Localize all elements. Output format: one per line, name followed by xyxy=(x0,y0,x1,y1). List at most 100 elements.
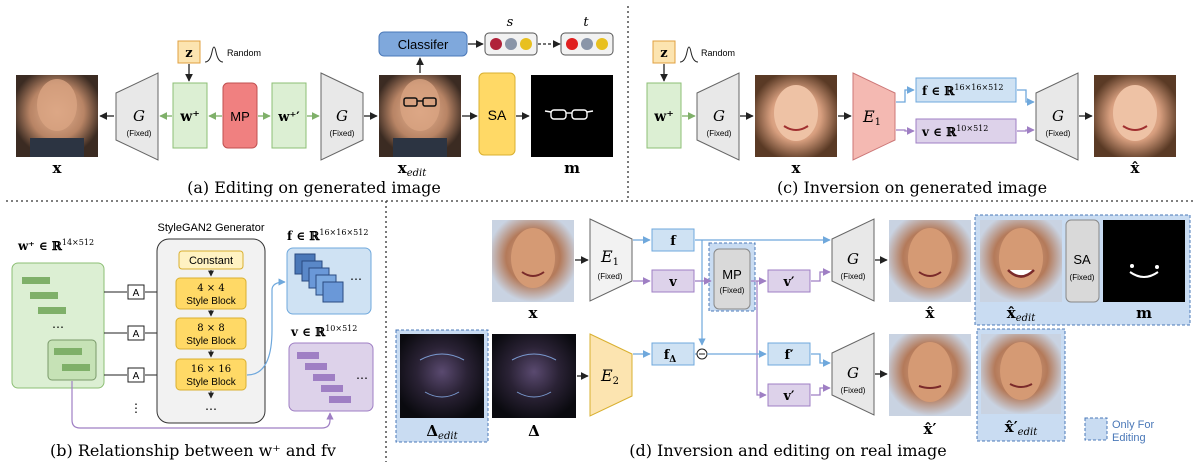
fdelta-box xyxy=(651,342,695,366)
legend-swatch xyxy=(1084,417,1108,441)
arrow-v-to-g-c xyxy=(1017,126,1035,134)
legend-text-2: Editing xyxy=(1112,432,1146,444)
sa-fixed-d: (Fixed) xyxy=(1070,273,1095,282)
z-label-c: z xyxy=(660,46,667,61)
w-plus-prime-box xyxy=(271,82,307,149)
fprime-box xyxy=(767,342,811,366)
label-x-hat-c: x̂ xyxy=(1131,159,1141,177)
arrow-vprime-to-g-bottom xyxy=(811,384,831,396)
f-space-label-c: f ∈ ℝ16×16×512 xyxy=(922,83,1003,98)
w-plus-label: w⁺ xyxy=(179,109,199,125)
block2-label: Style Block xyxy=(186,336,236,347)
noise-lines-1 xyxy=(419,353,465,398)
label-x-hat-d: x̂ xyxy=(926,304,936,322)
panel-a: x G (Fixed) w⁺ z Random MP w⁺′ G (Fixed) xyxy=(16,15,614,197)
z-box xyxy=(177,40,201,64)
caption-d: (d) Inversion and editing on real image xyxy=(629,441,947,460)
mp-label-d: MP xyxy=(722,267,742,282)
v-bar-5 xyxy=(329,396,351,403)
g-label-d2: G xyxy=(847,364,859,382)
f-ellipsis-b: ⋯ xyxy=(350,272,362,286)
wplus-bar-3 xyxy=(38,307,66,314)
mask-glasses-icon xyxy=(544,109,594,120)
g-fixed-1: (Fixed) xyxy=(127,129,152,138)
arrow-block3-to-f xyxy=(246,278,286,376)
legend-text-1: Only For xyxy=(1112,419,1155,431)
wplus-bar-2 xyxy=(30,292,58,299)
constant-label: Constant xyxy=(189,255,233,267)
face-shape-real xyxy=(511,228,555,288)
w-plus-box-c xyxy=(646,82,682,149)
arrow-f-to-g-c xyxy=(1017,89,1035,106)
v-bar-3 xyxy=(313,374,335,381)
w-plus-label-c: w⁺ xyxy=(653,109,673,125)
stylegan-title: StyleGAN2 Generator xyxy=(158,222,265,234)
v-space-box-c xyxy=(915,118,1017,144)
encoder-e1-d xyxy=(589,218,633,302)
caption-a: (a) Editing on generated image xyxy=(187,178,441,197)
wplus-space-label-b: w⁺ ∈ ℝ14×512 xyxy=(17,238,94,253)
g-fixed-2: (Fixed) xyxy=(330,129,355,138)
g-label-d1: G xyxy=(847,250,859,268)
classifier-box xyxy=(378,31,468,57)
label-x-hat-prime: x̂′ xyxy=(924,420,937,438)
f-space-label-b: f ∈ ℝ16×16×512 xyxy=(287,228,368,243)
sa-box-d xyxy=(1065,219,1100,303)
t-label: t xyxy=(583,15,589,30)
sa-label-a: SA xyxy=(488,107,507,123)
a-box-3 xyxy=(127,367,145,383)
v-label-d: v xyxy=(668,275,677,290)
arrow-vprime-to-g-top xyxy=(811,268,831,282)
t-dot-2 xyxy=(581,38,593,50)
face-shape-xhat-edit xyxy=(999,228,1043,288)
g-label-2: G xyxy=(336,107,348,125)
a-label-1: A xyxy=(133,288,140,299)
face-shape-c xyxy=(774,85,818,141)
panel-d: x E1 (Fixed) f v MP (Fixed) v′ G (Fixed) xyxy=(395,214,1191,460)
style-block-2 xyxy=(175,317,247,350)
v-bar-4 xyxy=(321,385,343,392)
mp-label-a: MP xyxy=(230,109,250,124)
e2-label: E2 xyxy=(600,366,619,387)
mask-speck-2 xyxy=(1155,265,1159,269)
wplus-bar-1 xyxy=(22,277,50,284)
z-box-c xyxy=(652,40,676,64)
block3-res: 16 × 16 xyxy=(191,364,231,375)
label-x-c: x xyxy=(792,159,802,177)
generator-g-d1 xyxy=(831,218,875,302)
a-vdots: ⋮ xyxy=(130,401,142,415)
mask-mouth-shape xyxy=(1129,271,1159,278)
a-box-2 xyxy=(127,325,145,341)
block3-label: Style Block xyxy=(186,377,236,388)
label-x: x xyxy=(53,159,63,177)
e1-label-d: E1 xyxy=(600,247,619,268)
random-label-c: Random xyxy=(701,48,735,58)
mask-m-image-d xyxy=(1103,220,1185,302)
f-space-box-c xyxy=(915,77,1017,103)
t-dot-1 xyxy=(566,38,578,50)
s-label: s xyxy=(507,15,514,30)
wplus-bar-4 xyxy=(54,348,82,355)
g-label-c2: G xyxy=(1052,107,1064,125)
random-label: Random xyxy=(227,48,261,58)
s-dot-1 xyxy=(490,38,502,50)
label-delta-edit: Δedit xyxy=(426,422,458,442)
generator-g-c1 xyxy=(696,72,740,161)
glasses-icon xyxy=(403,97,437,107)
g-fixed-c1: (Fixed) xyxy=(707,129,732,138)
e1-label-c: E1 xyxy=(862,107,881,128)
random-curve-icon-c xyxy=(679,46,699,63)
panel-b: w⁺ ∈ ℝ14×512 ⋯ A A A ⋮ StyleGAN2 Generat… xyxy=(11,222,374,460)
vprime-label-top: v′ xyxy=(783,275,796,290)
s-dot-3 xyxy=(520,38,532,50)
vprime-box-top xyxy=(767,269,811,293)
arrow-wplus-to-v xyxy=(71,381,334,429)
generator-g-2 xyxy=(320,72,364,161)
classifier-label: Classifer xyxy=(398,37,449,52)
label-x-real: x xyxy=(529,304,539,322)
arrow-mp-to-vprime-bottom xyxy=(756,281,767,399)
w-plus-prime-label: w⁺′ xyxy=(277,110,300,125)
label-m-d: m xyxy=(1136,304,1152,322)
face-shape-xhat-c xyxy=(1113,85,1157,141)
